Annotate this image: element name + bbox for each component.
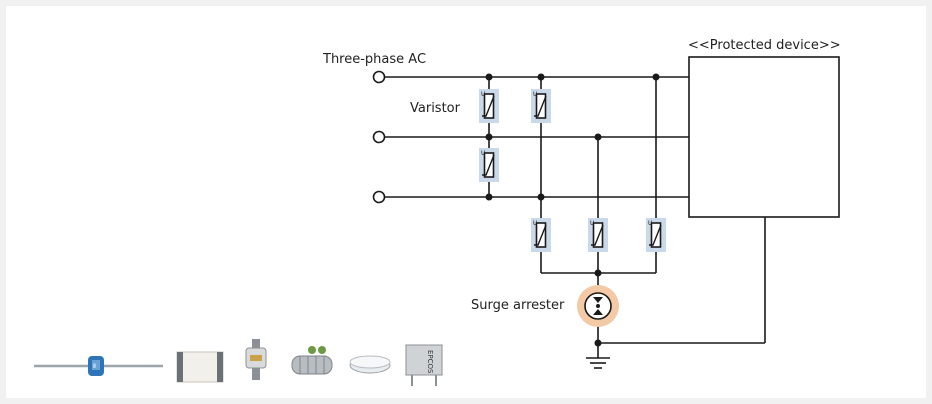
svg-text:Ⅱ: Ⅱ: [93, 363, 96, 370]
terminal-2: [372, 130, 386, 144]
varistor-label: Varistor: [410, 101, 461, 116]
rectangular-component-icon: [176, 351, 224, 383]
threaded-arrester-icon: [291, 346, 333, 375]
ground-icon: [586, 357, 610, 369]
axial-varistor-icon: Ⅱ: [34, 356, 163, 376]
terminals: [372, 70, 386, 204]
varistor-5: [587, 217, 609, 253]
protected-device-label: <<Protected device>>: [688, 38, 841, 53]
varistor-1: [478, 88, 500, 124]
terminal-3: [372, 190, 386, 204]
epcos-block-varistor-icon: EPCOS: [405, 344, 443, 386]
diagram-panel: Three-phase AC Varistor Surge arrester <…: [6, 6, 926, 398]
varistor-4: [530, 217, 552, 253]
three-phase-label: Three-phase AC: [322, 52, 426, 67]
phase-lines: [385, 76, 689, 198]
gas-discharge-tube-icon: [245, 339, 267, 380]
circuit-diagram: Three-phase AC Varistor Surge arrester <…: [34, 38, 841, 386]
varistor-6: [645, 217, 667, 253]
epcos-text: EPCOS: [426, 350, 434, 374]
terminal-1: [372, 70, 386, 84]
varistor-3: [478, 147, 500, 183]
protected-device-box: [688, 56, 840, 218]
junction-dots: [485, 73, 660, 347]
component-strip: Ⅱ: [34, 339, 443, 386]
disc-arrester-icon: [349, 355, 391, 374]
varistor-2: [530, 88, 552, 124]
surge-arrester-icon: [577, 285, 619, 327]
surge-arrester-label: Surge arrester: [471, 298, 565, 313]
